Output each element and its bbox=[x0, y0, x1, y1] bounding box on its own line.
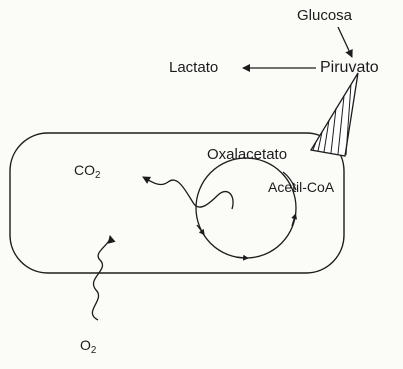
krebs-cycle-circle bbox=[196, 158, 296, 258]
o2-subscript: 2 bbox=[91, 345, 96, 356]
label-co2: CO2 bbox=[74, 163, 100, 181]
label-oxalacetato: Oxalacetato bbox=[207, 147, 287, 162]
co2-base: CO bbox=[74, 162, 95, 178]
label-lactato: Lactato bbox=[169, 60, 218, 75]
co2-release-arrow bbox=[143, 177, 233, 209]
label-glucosa: Glucosa bbox=[297, 8, 352, 23]
cell-outline bbox=[10, 133, 344, 273]
o2-base: O bbox=[80, 337, 91, 353]
label-o2: O2 bbox=[80, 338, 96, 356]
label-piruvato: Piruvato bbox=[320, 60, 379, 76]
pyruvate-transport-wedge bbox=[311, 73, 358, 156]
label-acetil-coa: Acetil-CoA bbox=[268, 180, 334, 194]
arrow-glucosa-piruvato bbox=[338, 27, 352, 57]
o2-entry-arrow bbox=[92, 236, 110, 320]
co2-subscript: 2 bbox=[95, 170, 100, 181]
